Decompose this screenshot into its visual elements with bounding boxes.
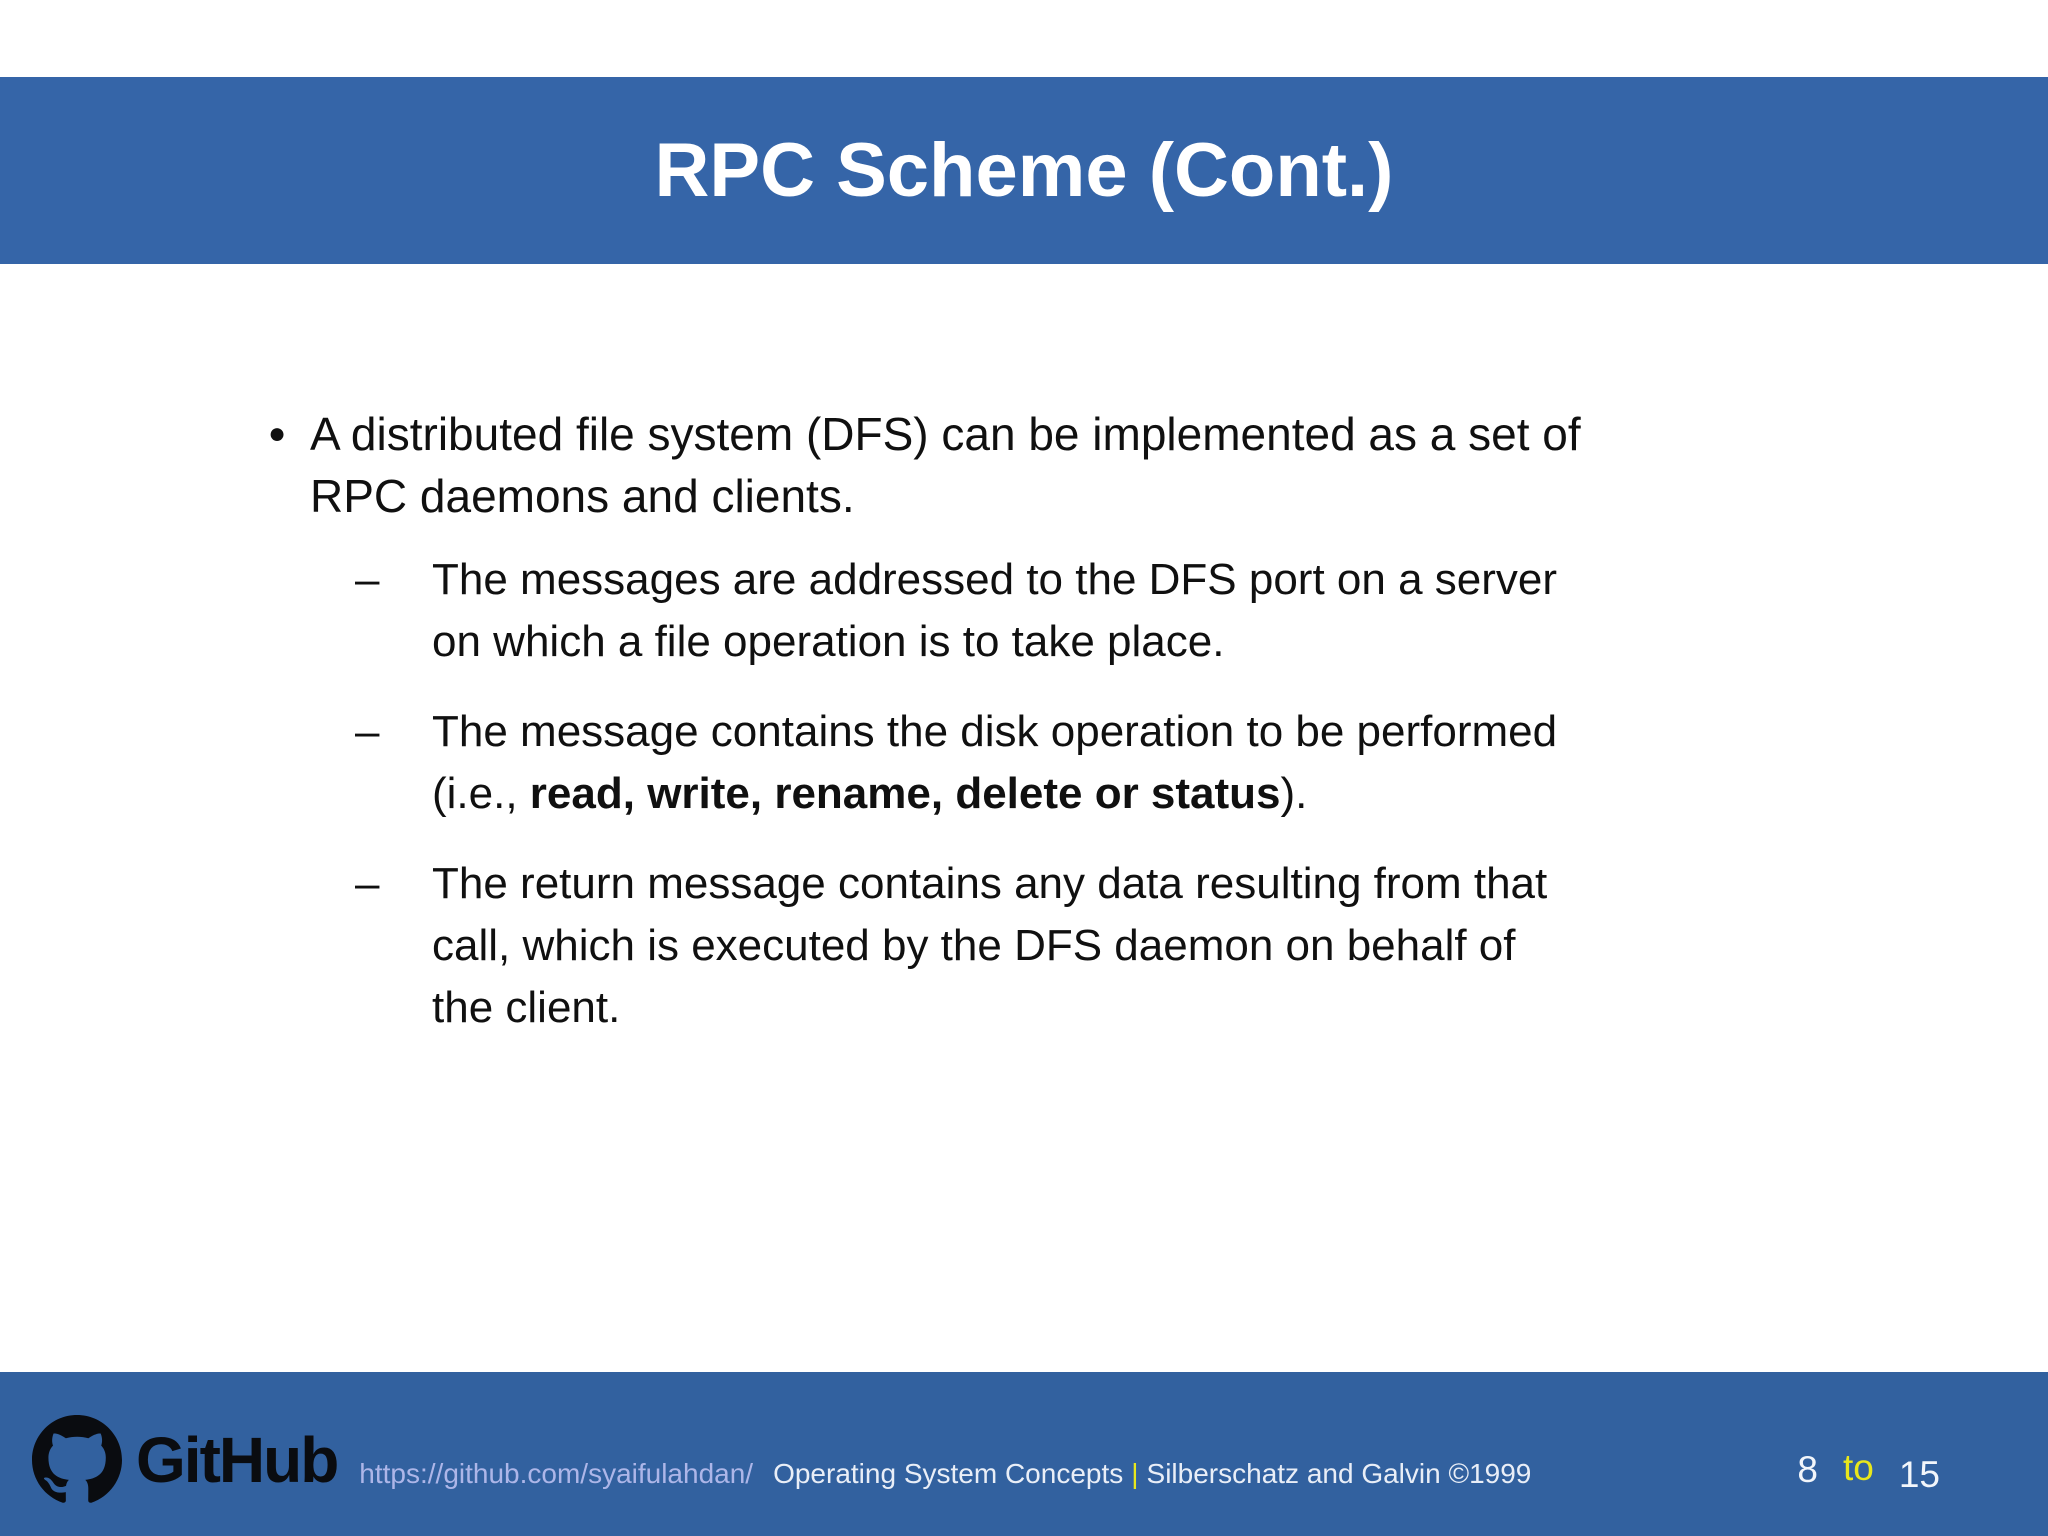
sub-bullet-text: The messages are addressed to the DFS po… [432,549,1928,673]
footer-credit-text: Operating System Concepts|Silberschatz a… [773,1458,1531,1490]
bullet-text-line: A distributed file system (DFS) can be i… [310,408,1581,460]
sub-bullet-text-line: The messages are addressed to the DFS po… [432,555,1558,604]
course-title-text: Operating System Concepts [773,1458,1124,1489]
github-url-link[interactable]: https://github.com/syaifulahdan/ [359,1458,754,1489]
authors-text: Silberschatz and Galvin ©1999 [1146,1458,1532,1489]
slide-body: ● A distributed file system (DFS) can be… [268,403,1928,1067]
bold-operations-text: read, write, rename, delete or status [529,769,1281,818]
sub-bullet-item-1: – The messages are addressed to the DFS … [355,549,1928,673]
github-octocat-icon [32,1415,122,1503]
sub-bullet-text: The message contains the disk operation … [432,701,1928,825]
bullet-text-line: RPC daemons and clients. [310,470,855,522]
text-prefix: (i.e., [432,769,530,818]
sub-bullet-text: The return message contains any data res… [432,853,1928,1039]
sub-bullet-text-line: The return message contains any data res… [432,859,1548,908]
sub-bullet-text-line: (i.e., read, write, rename, delete or st… [432,763,1928,825]
page-title: RPC Scheme (Cont.) [654,128,1394,213]
sub-bullet-item-3: – The return message contains any data r… [355,853,1928,1039]
dash-marker-icon: – [355,555,380,604]
sub-bullet-text-line: The message contains the disk operation … [432,707,1558,756]
sub-bullet-text-line: on which a file operation is to take pla… [432,617,1225,666]
sub-bullet-text-line: call, which is executed by the DFS daemo… [432,921,1516,970]
page-connector-text: to [1842,1447,1874,1488]
bullet-text: A distributed file system (DFS) can be i… [310,403,1928,527]
bullet-item-main: ● A distributed file system (DFS) can be… [268,403,1928,527]
github-logo: GitHub [32,1415,339,1505]
github-wordmark: GitHub [136,1424,339,1496]
sub-bullet-item-2: – The message contains the disk operatio… [355,701,1928,825]
bullet-dot-icon: ● [268,417,287,450]
page-total-number: 15 [1898,1454,1940,1495]
page-indicator: 8 to 15 [1797,1447,1940,1495]
separator-pipe: | [1131,1458,1139,1489]
page-current-number: 8 [1797,1449,1818,1490]
sub-bullet-text-line: the client. [432,983,621,1032]
title-bar: RPC Scheme (Cont.) [0,77,2048,264]
text-suffix: ). [1280,769,1308,818]
footer-bar: GitHub https://github.com/syaifulahdan/ … [0,1372,2048,1536]
dash-marker-icon: – [355,707,380,756]
dash-marker-icon: – [355,859,380,908]
